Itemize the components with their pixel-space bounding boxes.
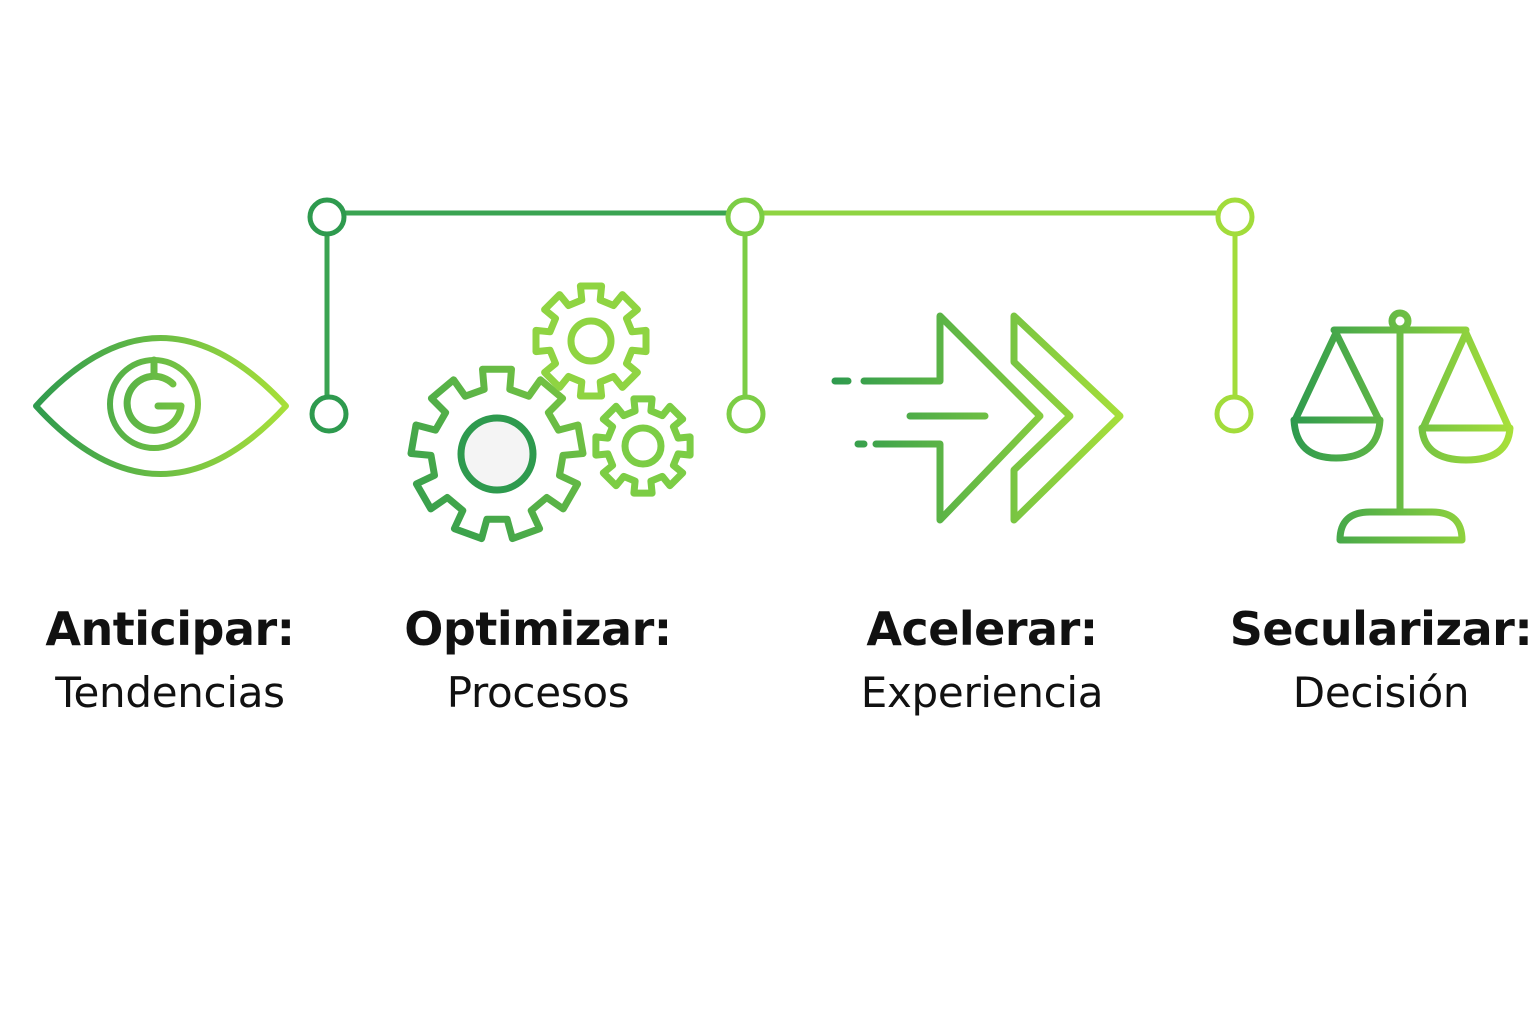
timeline-node [309, 394, 349, 434]
step-secularizar: Secularizar: Decisión [1226, 600, 1536, 728]
gears-icon [407, 282, 694, 543]
step-subtitle: Experiencia [860, 668, 1104, 717]
step-title: Anticipar: [45, 602, 295, 656]
step-subtitle: Procesos [446, 668, 630, 717]
step-acelerar: Acelerar: Experiencia [820, 600, 1144, 728]
eye-badge-letter: G [154, 409, 155, 411]
timeline-node [307, 197, 347, 237]
top-gear [532, 282, 650, 400]
step-title: Acelerar: [866, 602, 1098, 656]
timeline-node [726, 394, 766, 434]
step-subtitle: Decisión [1292, 668, 1470, 717]
fast-forward-arrows-icon [831, 312, 1124, 524]
step-title: Secularizar: [1229, 602, 1533, 656]
timeline-node [1214, 394, 1254, 434]
balance-scale-icon [1290, 309, 1514, 544]
step-optimizar: Optimizar: Procesos [378, 600, 698, 728]
timeline-node [1215, 197, 1255, 237]
large-gear [407, 365, 587, 543]
step-subtitle: Tendencias [55, 668, 285, 717]
small-gear [592, 395, 694, 497]
timeline-connector [307, 197, 1255, 434]
step-anticipar: Anticipar: Tendencias [20, 600, 320, 728]
step-title: Optimizar: [404, 602, 672, 656]
timeline-node [725, 197, 765, 237]
eye-icon [33, 335, 289, 477]
